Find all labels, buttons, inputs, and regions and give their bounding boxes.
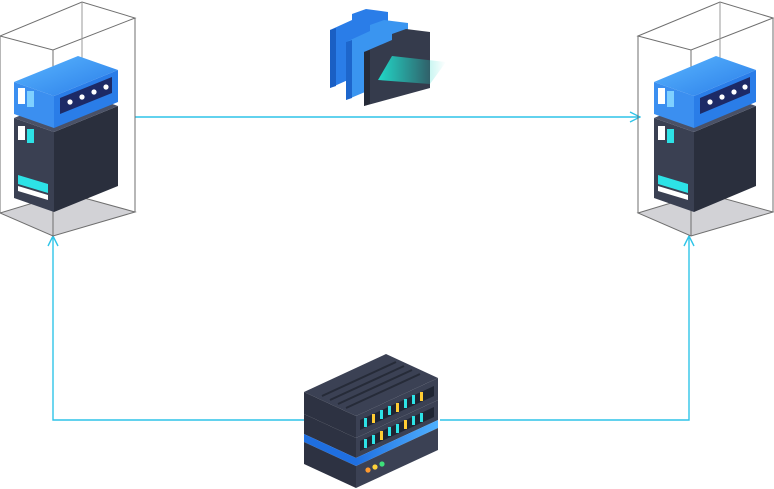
enclosure-top [0, 1, 137, 51]
status-led-green [379, 461, 385, 467]
rack-lid [304, 354, 438, 416]
status-led-orange [365, 467, 371, 473]
source-server [0, 1, 137, 237]
connectors [53, 117, 689, 421]
tower-server-icon [0, 1, 137, 237]
connector-storage-to-target [440, 236, 689, 421]
drive-lights-2 [364, 413, 423, 448]
drive-lights-1 [364, 392, 423, 427]
connector-storage-to-source [53, 236, 305, 421]
enclosure-top [636, 1, 774, 51]
target-server [636, 1, 774, 237]
tower-server-icon [636, 1, 774, 237]
storage-server [304, 354, 438, 488]
server-top-lid [14, 56, 118, 96]
file-beam [378, 56, 446, 84]
server-body-side [54, 106, 118, 212]
rack-server-icon [304, 354, 438, 488]
rack-blue-stripe [304, 434, 356, 466]
status-led-yellow [372, 464, 378, 470]
folders-icon [330, 9, 446, 106]
server-body-side [694, 106, 756, 212]
transfer-files [330, 9, 446, 106]
server-top-lid [654, 56, 756, 96]
